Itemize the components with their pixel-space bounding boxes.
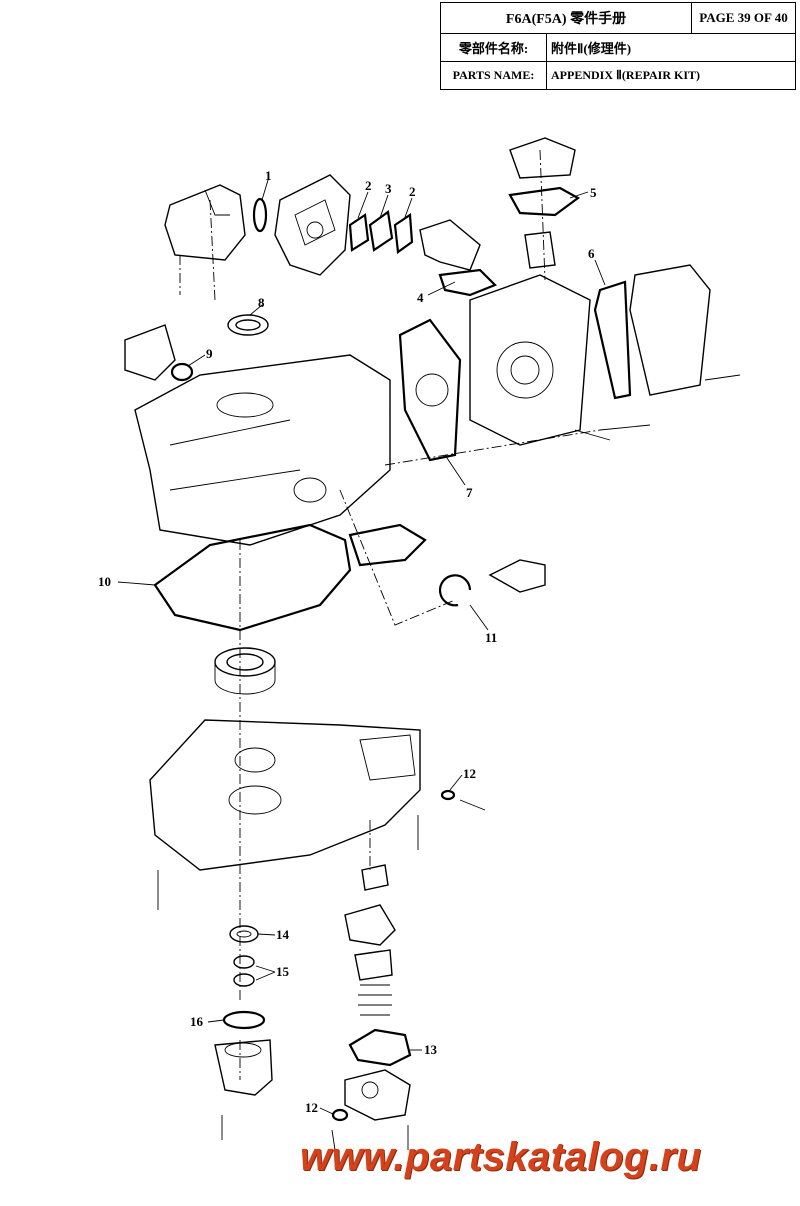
gasket-3 [368, 210, 394, 252]
callout-11: 11 [485, 630, 497, 645]
callout-8: 8 [258, 295, 265, 310]
valve-part [524, 231, 556, 269]
leader-lines [117, 179, 606, 1115]
gasket-6 [593, 280, 632, 400]
callout-9: 9 [206, 346, 213, 361]
oil-seal-8 [227, 314, 269, 336]
washer-12b [331, 1108, 349, 1122]
callout-3: 3 [385, 181, 392, 196]
o-ring-9 [170, 362, 194, 382]
callout-2a: 2 [365, 178, 372, 193]
callout-12b: 12 [305, 1100, 318, 1115]
gasket-7 [398, 318, 462, 462]
manual-title: F6A(F5A) 零件手册 [505, 12, 627, 27]
cn-name-row: 零部件名称: 附件Ⅱ(修理件) [441, 34, 795, 62]
callout-12a: 12 [463, 766, 476, 781]
gasket-2a [348, 213, 370, 252]
watermark: www.partskatalog.ru [300, 1135, 702, 1179]
gasket-10 [153, 523, 352, 632]
cylinder-head-part [469, 274, 651, 446]
gasket-5 [508, 186, 581, 217]
pump-part [124, 324, 176, 381]
gasket-13 [348, 1028, 412, 1067]
callout-16: 16 [190, 1014, 204, 1029]
lower-crankcase-part [149, 719, 421, 871]
plug-part [488, 559, 546, 593]
cn-value: 附件Ⅱ(修理件) [546, 34, 795, 61]
o-ring-1 [252, 197, 268, 233]
callout-10: 10 [98, 574, 111, 589]
cover-part [164, 184, 246, 295]
callout-4: 4 [417, 290, 424, 305]
o-ring-16 [222, 1010, 266, 1030]
center-lines [209, 149, 601, 1080]
callout-5: 5 [590, 185, 597, 200]
callout-2b: 2 [409, 184, 416, 199]
bearing-part [214, 647, 276, 695]
en-label: PARTS NAME: [452, 68, 535, 82]
callout-7: 7 [466, 485, 473, 500]
oil-seals-15 [233, 955, 255, 987]
oil-seal-14 [229, 925, 259, 943]
bolt-a [459, 799, 486, 811]
crankcase-part [134, 354, 391, 546]
callout-6: 6 [588, 246, 595, 261]
en-value: APPENDIX Ⅱ(REPAIR KIT) [546, 62, 795, 89]
intake-elbow-part [419, 219, 481, 271]
circlip-11 [438, 574, 472, 607]
cover-gasket [348, 523, 427, 567]
bolt-d [331, 1129, 336, 1151]
title-block: F6A(F5A) 零件手册 PAGE 39 OF 40 零部件名称: 附件Ⅱ(修… [440, 2, 796, 90]
en-name-row: PARTS NAME: APPENDIX Ⅱ(REPAIR KIT) [441, 62, 795, 89]
callout-1: 1 [265, 168, 272, 183]
callout-14: 14 [276, 927, 290, 942]
shaft-housing-part [214, 1039, 273, 1096]
thermostat-part [344, 864, 396, 1016]
title-row: F6A(F5A) 零件手册 PAGE 39 OF 40 [441, 3, 795, 34]
callout-labels: 1 2 3 2 4 5 6 7 8 9 10 11 12 12 13 14 15… [98, 168, 597, 1115]
carburetor-part [274, 174, 351, 276]
callout-13: 13 [424, 1042, 438, 1057]
callout-15: 15 [276, 964, 290, 979]
pump-housing-part [344, 1069, 411, 1121]
gasket-2b [393, 213, 414, 254]
washer-12a [440, 789, 456, 801]
top-housing-part [509, 137, 576, 179]
page-number: PAGE 39 OF 40 [691, 3, 795, 33]
gasket-4 [438, 268, 497, 297]
rocker-cover-part [629, 264, 741, 396]
cn-label: 零部件名称: [458, 41, 529, 56]
